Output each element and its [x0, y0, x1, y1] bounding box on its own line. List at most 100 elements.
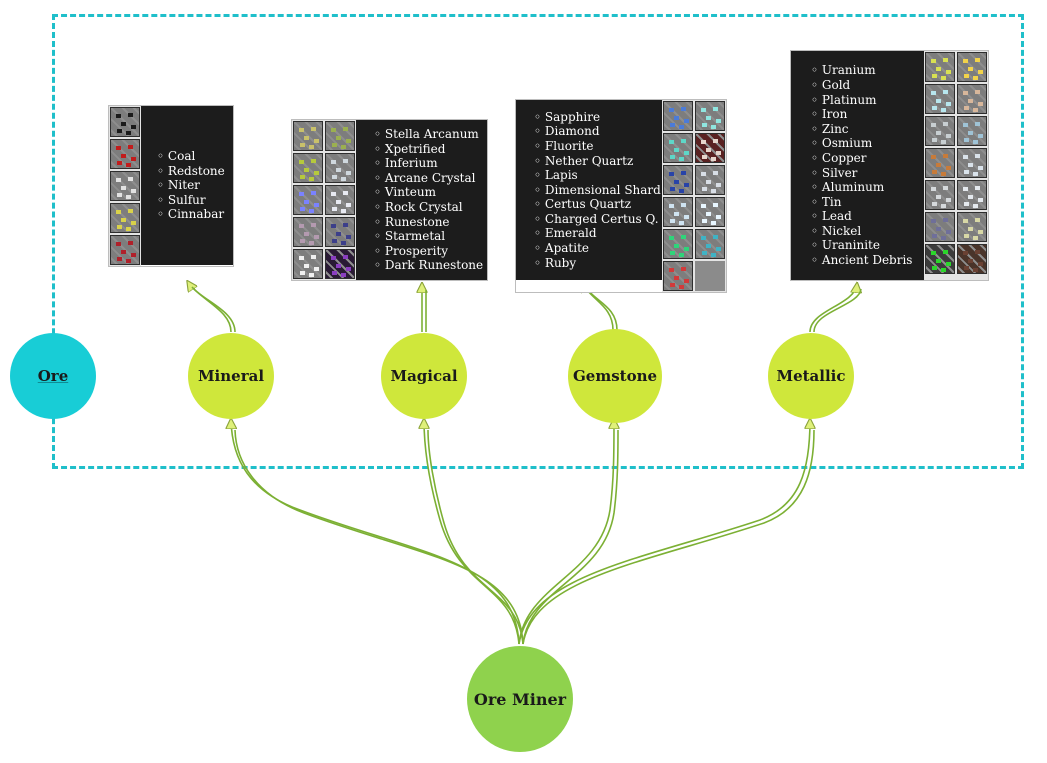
empty-slot-tile	[695, 261, 725, 291]
aluminum-ore-tile	[925, 180, 955, 210]
edge-metallic-panel	[809, 284, 857, 333]
ore-list-item: Rock Crystal	[374, 200, 487, 215]
ore-list-item: Sapphire	[534, 110, 662, 125]
lead-ore-tile	[925, 212, 955, 242]
ore-list-item: Dimensional Shard	[534, 183, 662, 198]
diamond-ore-tile	[695, 101, 725, 131]
magical-panel: Stella ArcanumXpetrifiedInferiumArcane C…	[291, 119, 488, 281]
ore-list-item: Sulfur	[157, 193, 233, 208]
ore-list-item: Arcane Crystal	[374, 171, 487, 186]
iron-ore-tile	[957, 84, 987, 114]
redstone-ore-tile	[110, 139, 140, 169]
uraninite-ore-tile	[925, 244, 955, 274]
copper-ore-tile	[925, 148, 955, 178]
lapis-ore-tile	[663, 165, 693, 195]
ore-list-item: Silver	[811, 166, 924, 181]
ore-list-item: Aluminum	[811, 180, 924, 195]
ore-list-item: Redstone	[157, 164, 233, 179]
gemstone-node[interactable]: Gemstone	[568, 329, 662, 423]
metallic-tile-grid	[924, 51, 988, 280]
cinnabar-ore-tile	[110, 235, 140, 265]
gold-ore-tile	[957, 52, 987, 82]
vinteum-ore-tile	[293, 185, 323, 215]
ore-list-item: Uranium	[811, 63, 924, 78]
ore-list-item: Emerald	[534, 226, 662, 241]
ore-list-item: Diamond	[534, 124, 662, 139]
ore-list-item: Iron	[811, 107, 924, 122]
magical-label: Magical	[390, 367, 458, 385]
osmium-ore-tile	[957, 116, 987, 146]
arcane-crystal-ore-tile	[325, 153, 355, 183]
ore-group-boundary	[52, 14, 1024, 469]
xpetrified-ore-tile	[325, 121, 355, 151]
tin-ore-tile	[957, 180, 987, 210]
fluorite-ore-tile	[663, 133, 693, 163]
ore-list-item: Uraninite	[811, 238, 924, 253]
ore-list-item: Osmium	[811, 136, 924, 151]
prosperity-ore-tile	[293, 249, 323, 279]
ore-list-item: Charged Certus Q.	[534, 212, 662, 227]
gemstone-tile-grid	[662, 100, 726, 292]
edge-root-metallic	[518, 420, 810, 645]
ore-list-item: Prosperity	[374, 244, 487, 259]
ore-list-item: Runestone	[374, 215, 487, 230]
ore-list-item: Gold	[811, 78, 924, 93]
ancient-debris-ore-tile	[957, 244, 987, 274]
metallic-label: Metallic	[776, 367, 846, 385]
apatite-ore-tile	[695, 229, 725, 259]
charged-certus-ore-tile	[695, 197, 725, 227]
dimensional-shard-ore-tile	[695, 165, 725, 195]
metallic-node[interactable]: Metallic	[768, 333, 854, 419]
ore-list-item: Vinteum	[374, 185, 487, 200]
ore-list-item: Ruby	[534, 256, 662, 271]
ore-list-item: Nether Quartz	[534, 154, 662, 169]
metallic-panel: UraniumGoldPlatinumIronZincOsmiumCopperS…	[790, 50, 989, 281]
rock-crystal-ore-tile	[325, 185, 355, 215]
certus-quartz-ore-tile	[663, 197, 693, 227]
edge-root-magical	[424, 420, 520, 645]
ore-list-item: Starmetal	[374, 229, 487, 244]
ore-list-item: Ancient Debris	[811, 253, 924, 268]
emerald-ore-tile	[663, 229, 693, 259]
nether-quartz-ore-tile	[695, 133, 725, 163]
ore-list-item: Coal	[157, 149, 233, 164]
magical-tile-grid	[292, 120, 356, 280]
ore-list-item: Lapis	[534, 168, 662, 183]
ore-miner-label: Ore Miner	[473, 689, 567, 709]
niter-ore-tile	[110, 171, 140, 201]
starmetal-ore-tile	[325, 217, 355, 247]
mineral-tile-grid	[109, 106, 141, 266]
ore-list-item: Apatite	[534, 241, 662, 256]
runestone-ore-tile	[293, 217, 323, 247]
ruby-ore-tile	[663, 261, 693, 291]
uranium-ore-tile	[925, 52, 955, 82]
mineral-node[interactable]: Mineral	[188, 333, 274, 419]
stella-arcanum-ore-tile	[293, 121, 323, 151]
ore-group-node[interactable]: Ore	[10, 333, 96, 419]
edge-root-mineral	[231, 420, 520, 645]
ore-list-item: Inferium	[374, 156, 487, 171]
ore-list-item: Tin	[811, 195, 924, 210]
mineral-panel: CoalRedstoneNiterSulfurCinnabar	[108, 105, 234, 267]
edge-root-gemstone	[518, 420, 614, 645]
ore-list-item: Stella Arcanum	[374, 127, 487, 142]
ore-miner-root-node[interactable]: Ore Miner	[467, 646, 573, 752]
ore-list-item: Dark Runestone	[374, 258, 487, 273]
ore-list-item: Platinum	[811, 93, 924, 108]
inferium-ore-tile	[293, 153, 323, 183]
sapphire-ore-tile	[663, 101, 693, 131]
ore-list-item: Copper	[811, 151, 924, 166]
ore-list-item: Fluorite	[534, 139, 662, 154]
gemstone-panel: SapphireDiamondFluoriteNether QuartzLapi…	[515, 99, 727, 293]
gemstone-ore-list: SapphireDiamondFluoriteNether QuartzLapi…	[516, 100, 662, 280]
ore-list-item: Lead	[811, 209, 924, 224]
magical-ore-list: Stella ArcanumXpetrifiedInferiumArcane C…	[356, 120, 487, 280]
nickel-ore-tile	[957, 212, 987, 242]
metallic-ore-list: UraniumGoldPlatinumIronZincOsmiumCopperS…	[791, 51, 924, 280]
mineral-ore-list: CoalRedstoneNiterSulfurCinnabar	[141, 106, 233, 265]
dark-runestone-ore-tile	[325, 249, 355, 279]
zinc-ore-tile	[925, 116, 955, 146]
magical-node[interactable]: Magical	[381, 333, 467, 419]
